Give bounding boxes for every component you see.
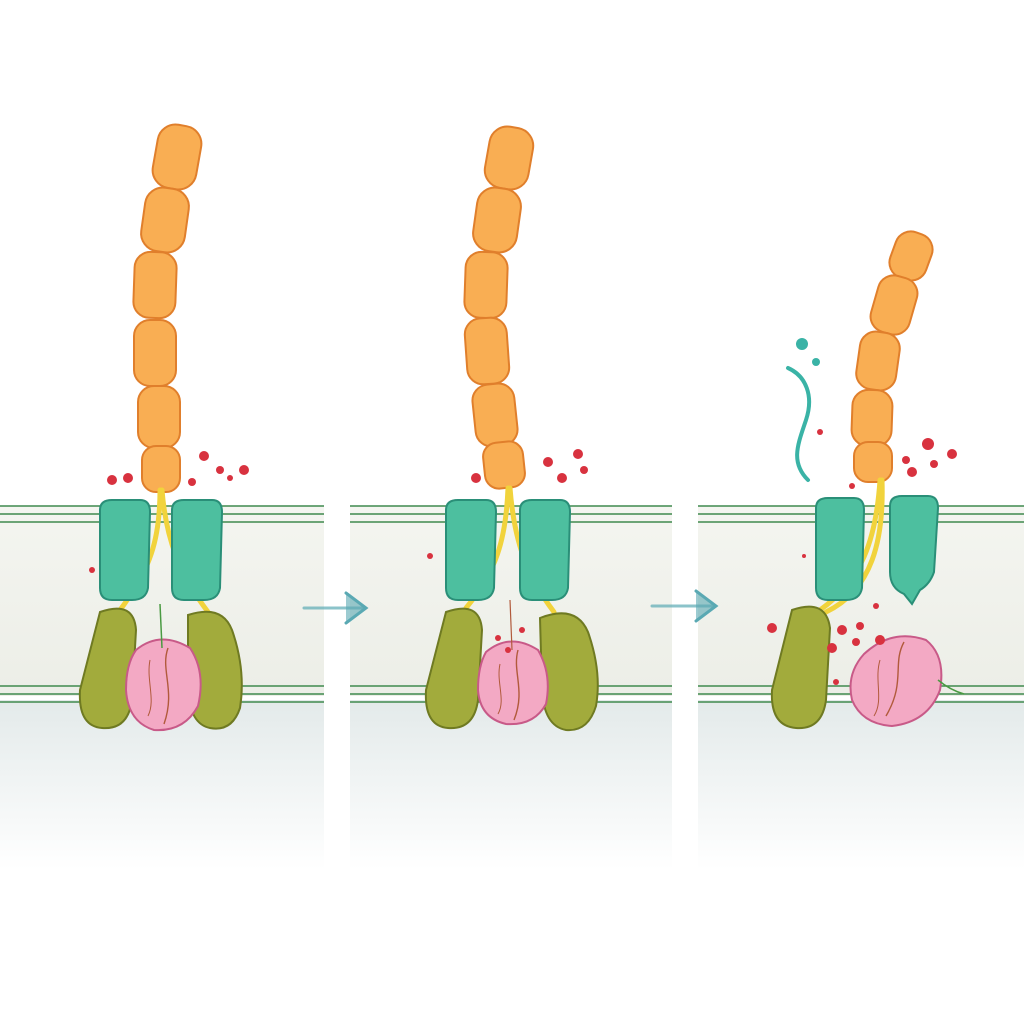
- teal-subunit: [99, 499, 224, 601]
- arrow-step-2-to-3: [650, 589, 719, 623]
- released-strand: [786, 338, 820, 482]
- teal-subunit: [445, 499, 572, 601]
- panel-2-complex: [424, 125, 599, 732]
- red-particles: [767, 429, 957, 685]
- stalk-filament: [850, 230, 934, 483]
- olive-subunit: [78, 607, 243, 730]
- red-particles: [89, 451, 249, 573]
- panel-1-complex: [78, 123, 249, 732]
- olive-subunit: [424, 607, 599, 732]
- stalk-filament: [132, 123, 203, 493]
- teal-subunit: [815, 495, 940, 606]
- pink-subunit: [849, 635, 965, 728]
- pink-subunit: [124, 603, 202, 732]
- pink-subunit: [476, 599, 549, 726]
- stalk-filament: [463, 125, 535, 490]
- arrow-step-1-to-2: [302, 591, 369, 625]
- panel-3-background: [698, 505, 1024, 870]
- panel-3-complex: [767, 230, 965, 730]
- olive-subunit: [770, 605, 832, 730]
- red-particles: [427, 449, 588, 653]
